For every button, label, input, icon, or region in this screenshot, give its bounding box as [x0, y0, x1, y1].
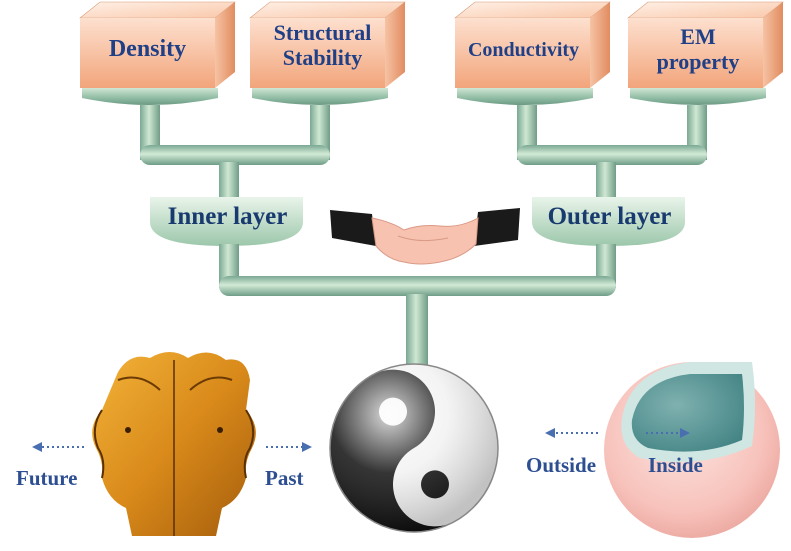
future-label: Future	[16, 466, 78, 490]
em-label-line2: property	[656, 49, 740, 75]
inner-layer-bowl	[150, 197, 303, 246]
yin-yang-icon	[329, 363, 499, 533]
pipes-upper	[140, 105, 707, 198]
em-property-label: EM property	[628, 24, 768, 75]
outer-layer-bowl	[532, 197, 685, 246]
structural-label-line1: Structural	[273, 20, 372, 45]
density-label: Density	[108, 36, 187, 62]
box-density	[79, 1, 236, 88]
box-conductivity	[454, 1, 611, 88]
handshake-icon	[330, 208, 520, 265]
arrow-outside	[545, 428, 598, 438]
arrow-inside	[646, 428, 690, 438]
inside-label: Inside	[648, 453, 703, 477]
outer-layer-label: Outer layer	[547, 203, 672, 230]
arrow-past	[266, 442, 312, 452]
janus-head-icon	[92, 352, 256, 536]
structural-stability-label: Structural Stability	[250, 20, 395, 71]
inner-layer-label: Inner layer	[167, 203, 288, 230]
outside-label: Outside	[526, 453, 597, 477]
structural-label-line2: Stability	[282, 45, 363, 71]
box-structural-stability	[249, 1, 406, 88]
em-label-line1: EM	[680, 24, 716, 49]
core-shell-sphere-icon	[604, 362, 780, 538]
past-label: Past	[265, 466, 304, 490]
conductivity-label: Conductivity	[467, 39, 580, 61]
plates-top	[82, 88, 766, 105]
arrow-future	[32, 442, 84, 452]
pipes-lower	[219, 244, 616, 366]
box-em-property	[627, 1, 784, 88]
